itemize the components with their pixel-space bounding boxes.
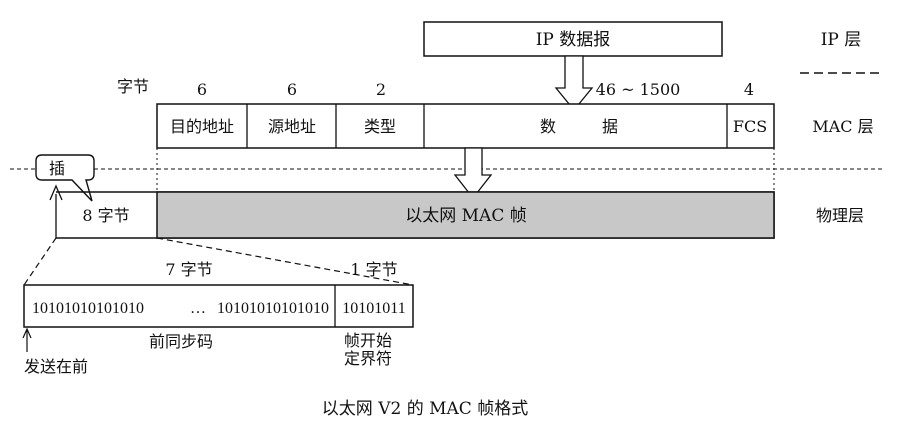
insert-callout-label: 插 [49, 159, 65, 178]
physical-layer-label: 物理层 [816, 206, 864, 225]
byte-size-src: 6 [287, 80, 297, 99]
byte-size-dest: 6 [197, 80, 207, 99]
ip-layer-label: IP 层 [821, 30, 862, 50]
mac-frame-row [156, 103, 775, 149]
preamble-bits-a: 10101010101010 [32, 300, 144, 317]
byte-size-fcs: 4 [744, 80, 754, 99]
sfd-bytes-label: 1 字节 [350, 260, 397, 279]
sync-code-label: 前同步码 [149, 332, 213, 351]
down-arrow-icon [554, 55, 594, 112]
byte-row-label: 字节 [117, 77, 149, 96]
up-arrow-icon [22, 327, 32, 339]
up-arrow-icon [49, 184, 63, 201]
sfd-label-line-1: 帧开始 [344, 331, 392, 350]
ip-datagram-label: IP 数据报 [536, 30, 611, 50]
byte-size-type: 2 [376, 80, 386, 99]
byte-size-data: 46 ~ 1500 [596, 80, 681, 99]
ip-datagram-box [423, 21, 723, 57]
preamble-bits-b: 10101010101010 [217, 300, 329, 317]
down-arrow-icon [453, 147, 493, 200]
preamble-bytes-label: 8 字节 [82, 206, 129, 225]
mac-layer-label: MAC 层 [812, 117, 873, 136]
field-src-address: 源地址 [268, 117, 316, 136]
preamble-box [23, 284, 414, 328]
sfd-bits: 10101011 [342, 300, 405, 317]
field-dest-address: 目的地址 [170, 117, 234, 136]
mac-frame-shaded [156, 191, 775, 239]
sync-bytes-label: 7 字节 [165, 260, 212, 279]
field-data-char-1: 数 [540, 117, 556, 136]
diagram-caption: 以太网 V2 的 MAC 帧格式 [322, 399, 528, 419]
send-first-label: 发送在前 [24, 357, 88, 376]
field-type: 类型 [364, 117, 396, 136]
mac-frame-label: 以太网 MAC 帧 [405, 206, 527, 226]
field-data-char-2: 据 [602, 117, 618, 136]
insert-callout [35, 154, 95, 202]
field-fcs: FCS [733, 117, 767, 136]
sfd-label-line-2: 定界符 [344, 349, 392, 368]
preamble-ellipsis: … [190, 300, 206, 317]
